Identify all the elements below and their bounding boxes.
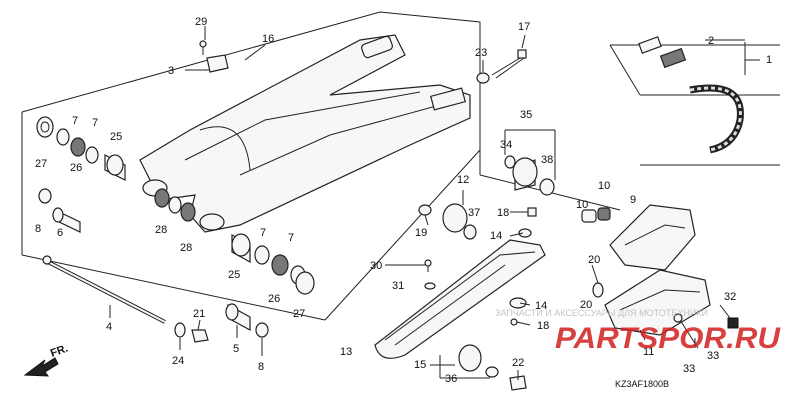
callout-3: 3 (168, 65, 174, 77)
washer-8-upper (38, 188, 52, 204)
chain-joint-2 (638, 36, 687, 69)
callout-34: 34 (500, 139, 512, 151)
callout-5: 5 (233, 343, 239, 355)
callout-27a: 27 (35, 158, 47, 170)
chain-slider-13 (374, 228, 546, 359)
callout-28b: 28 (180, 242, 192, 254)
callout-2: 2 (708, 35, 714, 47)
collar-6 (52, 207, 81, 233)
callout-11: 11 (643, 346, 654, 358)
callout-33b: 33 (683, 363, 695, 375)
callout-26b: 26 (268, 293, 280, 305)
nut-21-24 (174, 322, 209, 343)
collar-14-18 (509, 297, 527, 326)
chain-guide-9 (581, 204, 696, 271)
callout-38: 38 (541, 154, 553, 166)
callout-7d: 7 (288, 232, 294, 244)
callout-18b: 18 (537, 320, 549, 332)
callout-31: 31 (392, 280, 404, 292)
watermark: ЗАПЧАСТИ И АКСЕССУАРЫ ДЛЯ МОТОТЕХНИКИ PA… (495, 308, 781, 355)
callout-32: 32 (724, 291, 736, 303)
callout-1: 1 (766, 54, 772, 66)
bolt-17 (491, 49, 527, 79)
callout-26a: 26 (70, 162, 82, 174)
callout-25a: 25 (110, 131, 122, 143)
reference-box-chain (609, 44, 780, 166)
front-arrow-icon (23, 357, 59, 377)
callout-33a: 33 (707, 350, 719, 362)
bolt-30 (424, 259, 436, 290)
chain-guide-11 (592, 269, 739, 349)
callout-23: 23 (475, 47, 487, 59)
callout-21: 21 (193, 308, 205, 320)
callout-10a: 10 (598, 180, 610, 192)
swingarm (139, 34, 471, 233)
callout-35: 35 (520, 109, 532, 121)
callout-14b: 14 (535, 300, 547, 312)
callout-4: 4 (106, 321, 112, 333)
callout-17: 17 (518, 21, 530, 33)
drive-chain (689, 84, 744, 154)
callout-37: 37 (468, 207, 480, 219)
pivot-bearing-set-upper (36, 116, 126, 181)
washer-23 (476, 72, 490, 84)
callout-7b: 7 (92, 117, 98, 129)
callout-29: 29 (195, 16, 207, 28)
callout-19: 19 (415, 227, 427, 239)
diagram-code: KZ3AF1800B (615, 379, 669, 389)
callout-22: 22 (512, 357, 524, 369)
callout-27b: 27 (293, 308, 305, 320)
callout-36: 36 (445, 373, 457, 385)
roller-15 (458, 344, 527, 391)
callout-16: 16 (262, 33, 274, 45)
pivot-bearing-set-lower (154, 188, 315, 295)
chain-roller-35 (504, 155, 555, 196)
callout-7a: 7 (72, 115, 78, 127)
watermark-brand: PARTSPOR.RU (555, 322, 781, 355)
washer-8-lower (255, 322, 269, 338)
pivot-shaft (42, 255, 166, 324)
callout-20b: 20 (580, 299, 592, 311)
callout-9: 9 (630, 194, 636, 206)
cable-holder-3 (199, 40, 229, 73)
leader-lines (109, 26, 760, 380)
roller-12 (418, 203, 537, 240)
callout-24: 24 (172, 355, 184, 367)
callout-8a: 8 (35, 223, 41, 235)
callout-12: 12 (457, 174, 469, 186)
collar-5 (225, 303, 251, 332)
callout-7c: 7 (260, 227, 266, 239)
callout-13: 13 (340, 346, 352, 358)
callout-18a: 18 (497, 207, 509, 219)
callout-8b: 8 (258, 361, 264, 373)
callout-10b: 10 (576, 199, 588, 211)
callout-25b: 25 (228, 269, 240, 281)
callout-30: 30 (370, 260, 382, 272)
callout-20a: 20 (588, 254, 600, 266)
callout-labels: 1 2 3 4 5 6 7 7 7 7 8 8 9 10 10 11 12 13… (35, 16, 772, 385)
front-indicator-label: FR. (49, 342, 70, 359)
callout-14a: 14 (490, 230, 502, 242)
callout-6: 6 (57, 227, 63, 239)
callout-15: 15 (414, 359, 426, 371)
watermark-tagline: ЗАПЧАСТИ И АКСЕССУАРЫ ДЛЯ МОТОТЕХНИКИ (495, 308, 708, 318)
callout-28a: 28 (155, 224, 167, 236)
